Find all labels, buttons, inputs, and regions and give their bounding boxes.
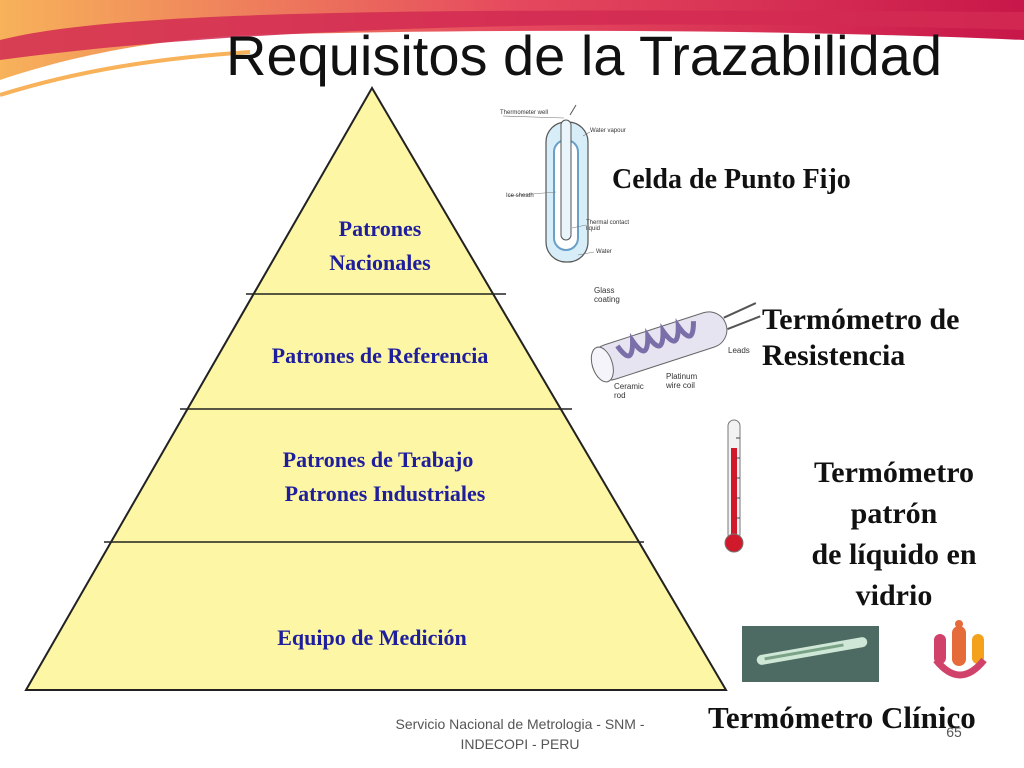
caption-resistance-line2: Resistencia [762,339,906,372]
caption-resistance: Termómetro de Resistencia [762,302,959,374]
label-platinum-coil: Platinum wire coil [666,372,698,390]
caption-resistance-line1: Termómetro de [762,303,960,336]
label-water: Water [596,249,612,255]
fixed-point-cell-illustration [502,104,595,263]
level-1-line1: Patrones [338,216,422,241]
footer-line2: INDECOPI - PERU [460,736,580,752]
pyramid-shape [24,86,728,691]
caption-liquid-line4: vidrio [855,579,933,612]
pyramid-level-4: Equipo de Medición [192,621,552,655]
label-glass-coating: Glass coating [594,286,620,304]
footer-text: Servicio Nacional de Metrologia - SNM - … [360,714,680,754]
pyramid-level-1: Patrones Nacionales [280,212,480,280]
resistance-thermometer-illustration [590,302,761,383]
label-ceramic-rod: Ceramic rod [614,382,644,400]
snm-logo [933,620,987,679]
label-ice-sheath: Ice sheath [506,193,534,199]
label-leads: Leads [728,346,750,355]
level-4-line1: Equipo de Medición [277,625,467,650]
label-thermometer-well: Thermometer well [500,110,549,116]
pyramid-level-2: Patrones de Referencia [200,339,560,373]
level-2-line1: Patrones de Referencia [271,343,489,368]
label-water-vapour: Water vapour [590,128,626,134]
page-number: 65 [946,724,962,740]
pyramid-level-3: Patrones de Trabajo Patrones Industriale… [200,443,570,511]
liquid-glass-thermometer-icon [724,419,744,553]
level-3-line1: Patrones de Trabajo [282,447,474,472]
header-banner [0,0,1024,97]
caption-clinical: Termómetro Clínico [708,700,976,735]
clinical-thermometer-photo [742,626,879,682]
level-3-line2: Patrones Industriales [284,481,486,506]
caption-fixed-point: Celda de Punto Fijo [612,164,851,195]
caption-liquid-line2: patrón [850,497,938,530]
caption-liquid-line3: de líquido en [811,538,977,571]
label-thermal-contact: Thermal contact liquid [586,220,630,232]
slide-title: Requisitos de la Trazabilidad [226,24,942,87]
caption-liquid-glass: Termómetro patrón de líquido en vidrio [784,452,1004,616]
caption-liquid-line1: Termómetro [814,456,974,489]
footer-line1: Servicio Nacional de Metrologia - SNM - [395,716,645,732]
level-1-line2: Nacionales [329,250,431,275]
